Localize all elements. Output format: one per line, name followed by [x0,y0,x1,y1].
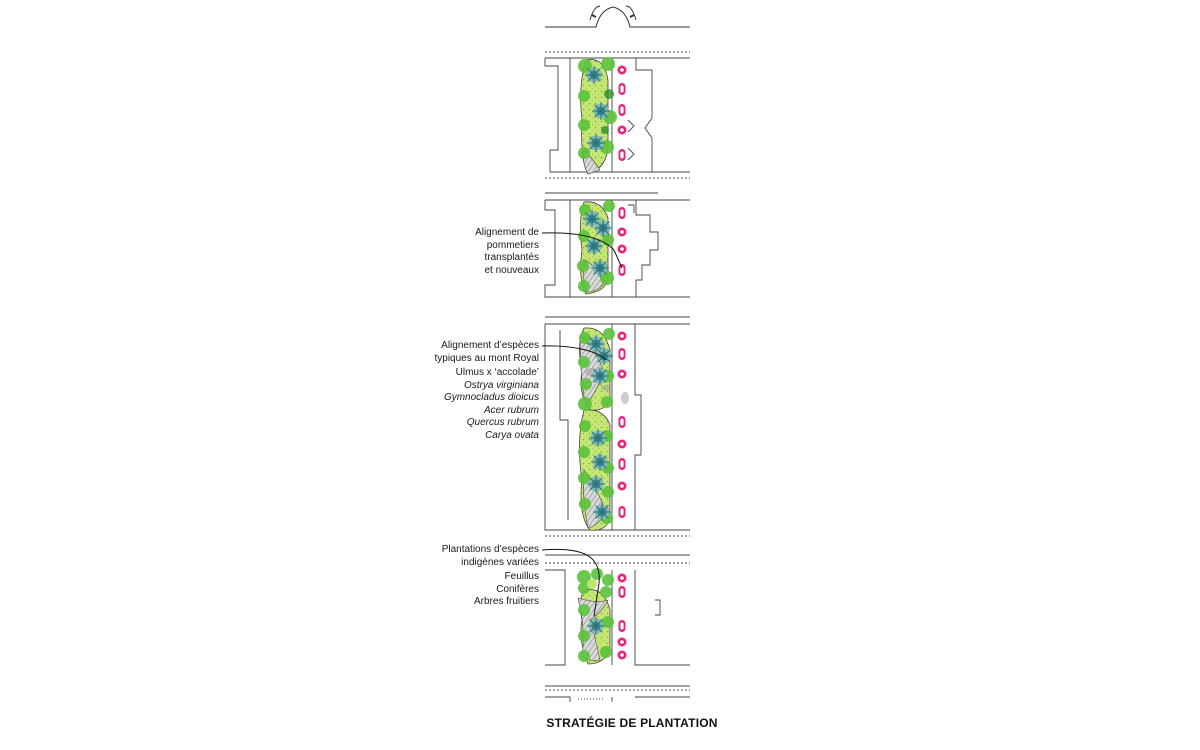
native-heading-2: indigènes variées [461,556,539,568]
species-3: Gymnocladus dioicus [443,392,539,403]
species-5: Quercus rubrum [466,417,539,428]
species-1: Ulmus x ‘accolade’ [455,367,539,378]
plan-block-2 [544,192,690,298]
plan-block-3 [544,316,690,537]
top-arch [545,5,690,28]
category-2: Conifères [496,583,539,595]
leader-mont-royal [541,345,607,361]
apple-line-3: transplantés [484,252,539,263]
native-heading-1: Plantations d’espèces [441,544,539,555]
mont-heading-1: Alignement d’espèces [441,340,539,351]
label-apple-alignment: Alignement de pommetiers transplantés et… [475,227,539,277]
apple-line-1: Alignement de [475,227,539,238]
plan-block-1 [544,51,690,179]
mont-heading-2: typiques au mont Royal [434,352,539,364]
leader-apple [541,232,623,269]
leader-lines [541,232,623,617]
label-mont-royal: Alignement d’espèces typiques au mont Ro… [434,340,539,442]
category-1: Feuillus [504,571,539,582]
bottom-street [545,685,690,702]
leader-native [541,548,600,617]
species-6: Carya ovata [485,429,539,441]
category-3: Arbres fruitiers [473,596,539,607]
species-4: Acer rubrum [483,404,539,416]
apple-line-2: pommetiers [486,239,539,251]
label-native-plantings: Plantations d’espèces indigènes variées … [442,544,539,609]
figure-title: STRATÉGIE DE PLANTATION [546,716,718,730]
species-2: Ostrya virginiana [463,379,539,391]
apple-line-4: et nouveaux [484,264,540,276]
plan-block-4 [545,554,690,666]
